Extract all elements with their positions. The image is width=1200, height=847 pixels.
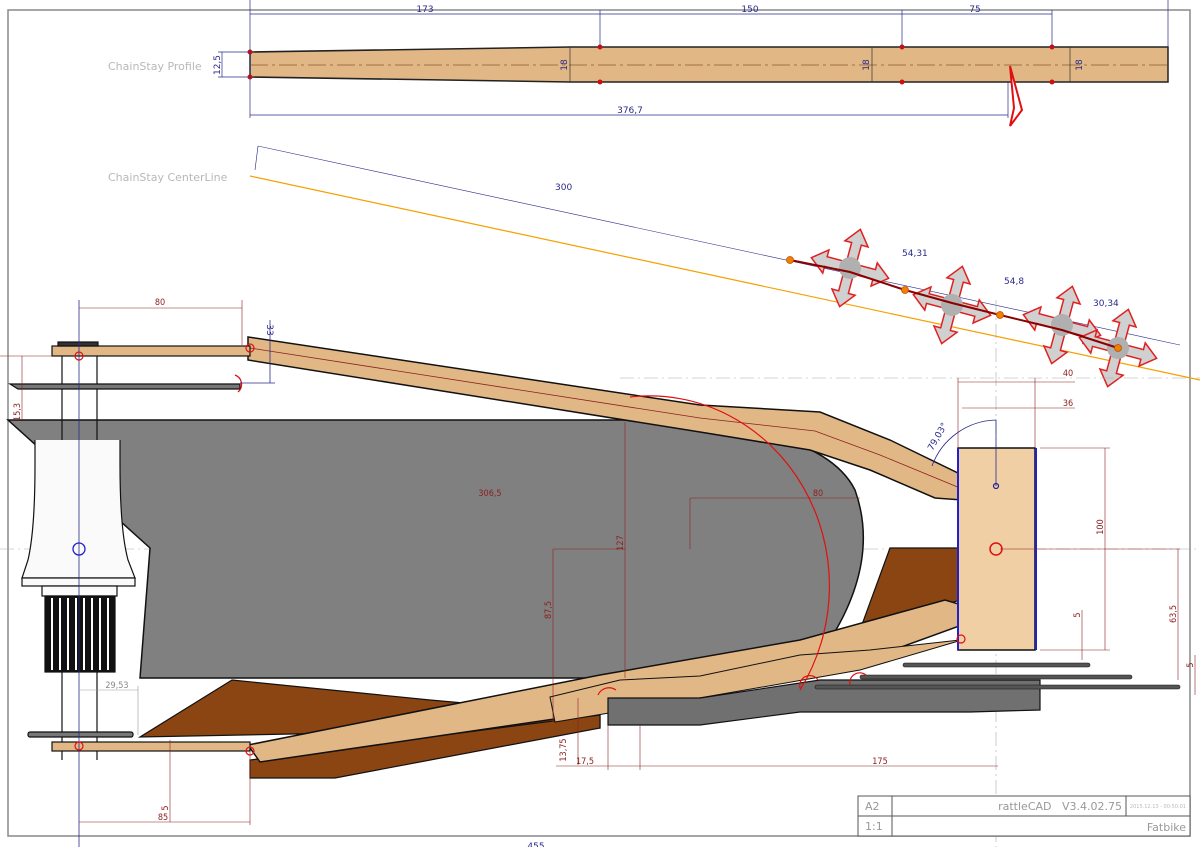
title-format: A2 — [865, 800, 880, 813]
dim-63-5: 63,5 — [1169, 605, 1179, 623]
dim-455: 455 — [527, 842, 544, 847]
dim-54-8: 54,8 — [1004, 277, 1024, 287]
dim-5-b: 5 — [1186, 662, 1196, 667]
cut-marker-icon — [1009, 65, 1024, 127]
dim-5-a: 5 — [1073, 612, 1083, 617]
move-arrows-icon[interactable] — [801, 219, 899, 317]
dim-127: 127 — [616, 535, 626, 550]
centerline-nodes[interactable] — [786, 256, 1122, 352]
dim-12-5: 12,5 — [213, 55, 223, 75]
dim-w1: 18 — [560, 59, 570, 71]
title-software: rattleCAD V3.4.02.75 — [998, 800, 1122, 813]
dim-376-7: 376,7 — [617, 106, 643, 116]
dim-80-top: 80 — [155, 298, 165, 308]
dim-w2: 18 — [862, 59, 872, 71]
drawing-frame — [7, 9, 1191, 837]
chainring-plate — [607, 679, 1041, 726]
dim-175: 175 — [872, 757, 887, 767]
move-arrows-icon[interactable] — [1013, 276, 1111, 374]
dim-150: 150 — [741, 5, 758, 15]
chainstay-centerline — [249, 175, 1200, 381]
dim-87-5: 87,5 — [544, 601, 554, 619]
dim-30-34: 30,34 — [1093, 299, 1119, 309]
clearance-arc — [629, 395, 831, 691]
dim-173: 173 — [416, 5, 433, 15]
profile-label: ChainStay Profile — [108, 60, 202, 73]
move-arrows-icon[interactable] — [903, 256, 1001, 354]
dim-15-3: 15,3 — [13, 403, 23, 421]
rear-hub — [7, 341, 251, 760]
dim-54-31: 54,31 — [902, 249, 928, 259]
dim-40: 40 — [1063, 369, 1073, 379]
title-timestamp: 2015.12.13 - 00:50:01 — [1130, 804, 1186, 810]
bent-centerline — [789, 259, 1119, 349]
centerline-label: ChainStay CenterLine — [108, 171, 228, 184]
title-project: Fatbike — [1147, 821, 1186, 834]
dim-5-c: 5 — [161, 805, 171, 810]
dim-100: 100 — [1096, 519, 1106, 534]
chainstay-profile — [247, 44, 1169, 127]
dim-17-5: 17,5 — [576, 757, 594, 767]
dim-13-75: 13,75 — [559, 738, 569, 761]
title-scale: 1:1 — [865, 820, 883, 833]
dim-85: 85 — [158, 813, 168, 823]
main-dimension-lines — [0, 300, 1196, 825]
dim-29-53: 29,53 — [105, 681, 128, 691]
chainring — [6, 419, 865, 679]
dim-33: 33 — [264, 324, 274, 335]
profile-dimensions — [218, 0, 1169, 118]
dim-80-b: 80 — [813, 489, 823, 499]
chainstay-upper — [247, 336, 963, 501]
dim-306-5: 306,5 — [478, 489, 501, 499]
title-block — [857, 795, 1191, 837]
dim-75: 75 — [969, 5, 980, 15]
centerline-dim-line — [257, 145, 1181, 346]
dim-angle: 79,03° — [926, 421, 950, 452]
dim-w3: 18 — [1075, 59, 1085, 71]
dim-300: 300 — [555, 183, 572, 193]
dim-36: 36 — [1063, 399, 1073, 409]
